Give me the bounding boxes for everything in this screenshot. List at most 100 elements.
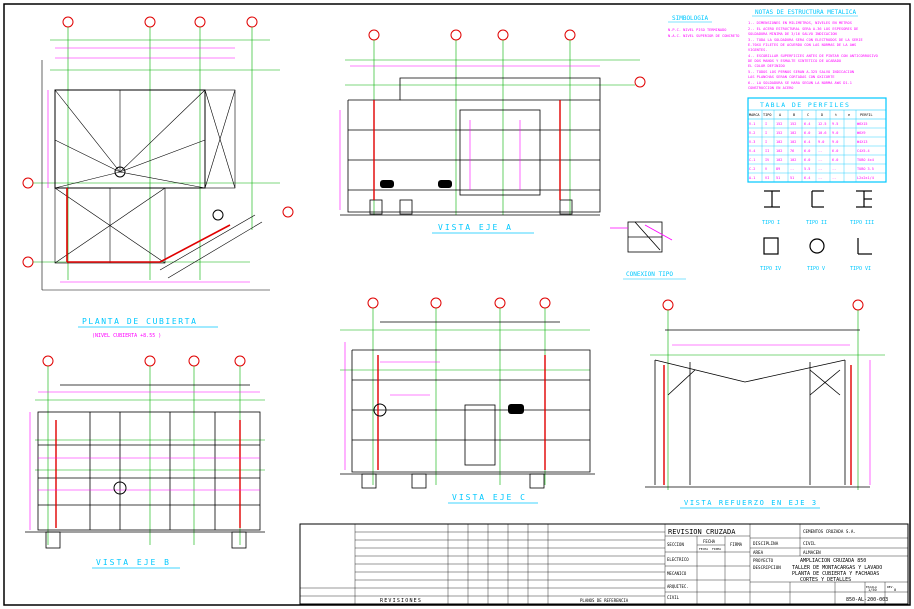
- discipline-value: CIVIL: [803, 541, 816, 546]
- th-tipo: TIPO: [763, 113, 771, 117]
- tabla-cell: 6.0: [832, 158, 838, 162]
- tabla-cell: C4X5.4: [857, 149, 870, 153]
- notas-line-3: SOLDADURA MINIMA DE 3/16 SALVO INDICACIO…: [748, 32, 837, 36]
- notas-line-11: LAS PLANCHAS SERAN CORTADAS CON OXICORTE: [748, 75, 835, 79]
- tabla-cell: 51: [790, 176, 794, 180]
- proyecto-value: AMPLIACION CRUZADA 850: [800, 558, 866, 564]
- notas-title: NOTAS DE ESTRUCTURA METALICA: [755, 9, 857, 16]
- tabla-cell: I: [765, 122, 767, 126]
- conexion-tipo-view: CONEXION TIPO: [610, 221, 686, 280]
- tabla-cell: C-2: [749, 167, 755, 171]
- tabla-cell: 102: [790, 158, 796, 162]
- area-label: AREA: [753, 550, 764, 555]
- tipo-iv-label: TIPO IV: [760, 266, 781, 272]
- firma-sub-label: FIRMA: [712, 547, 721, 551]
- tabla-cell: 102: [776, 140, 782, 144]
- tabla-cell: 102: [776, 158, 782, 162]
- vista-eje-b-view: VISTA EJE B: [25, 355, 265, 569]
- vista-eje-a-view: VISTA EJE A: [339, 29, 646, 234]
- tabla-cell: V: [765, 167, 768, 171]
- tabla-cell: W4X13: [857, 140, 868, 144]
- tabla-cell: I: [765, 140, 767, 144]
- tabla-cell: 6.0: [804, 158, 810, 162]
- tabla-cell: --: [832, 176, 836, 180]
- tabla-cell: L2x2x1/4: [857, 176, 874, 180]
- mecanico-label: MECANICO: [667, 571, 687, 576]
- tabla-cell: 6.0: [832, 149, 838, 153]
- notas-line-7: 4.- ESCOBILLAR SUPERFICIES ANTES DE PINT…: [748, 54, 878, 58]
- plano-number: 850-AL-200-003: [846, 597, 888, 603]
- electrico-label: ELECTRICO: [667, 557, 689, 562]
- firma-label: FIRMA: [730, 542, 743, 547]
- tabla-cell: 102: [790, 131, 796, 135]
- vista-eje-c-view: VISTA EJE C: [340, 297, 595, 504]
- rev-value: 0: [894, 588, 896, 592]
- tipo-ii-label: TIPO II: [806, 220, 827, 226]
- area-value: ALMACEN: [803, 550, 821, 555]
- tabla-cell: 9.0: [818, 140, 824, 144]
- tabla-cell: 102: [776, 149, 782, 153]
- tabla-cell: 6.4: [804, 122, 810, 126]
- th-a: A: [779, 113, 782, 117]
- fecha-sub-label: FECHA: [699, 547, 708, 551]
- tabla-cell: I: [765, 131, 767, 135]
- tabla-cell: 6.4: [804, 140, 810, 144]
- descripcion-line-2: PLANTA DE CUBIERTA Y FACHADAS: [792, 571, 879, 577]
- tabla-cell: C-1: [749, 158, 755, 162]
- tabla-cell: W6X15: [857, 122, 868, 126]
- vista-refuerzo-view: VISTA REFUERZO EN EJE 3: [645, 299, 885, 509]
- notas-line-10: 5.- TODOS LOS PERNOS SERAN A-325 SALVO I…: [748, 70, 854, 74]
- tabla-cell: --: [790, 167, 794, 171]
- tabla-cell: V-1: [749, 122, 755, 126]
- th-c: C: [807, 113, 809, 117]
- notas-line-4: 3.- TODA LA SOLDADURA SERA CON ELECTRODO…: [748, 38, 863, 42]
- tabla-cell: 76: [790, 149, 794, 153]
- tabla-cell: 152: [776, 122, 782, 126]
- tabla-cell: IV: [765, 158, 770, 162]
- seccion-label: SECCION: [667, 542, 684, 547]
- tabla-cell: 5.5: [804, 167, 810, 171]
- tipo-vi-label: TIPO VI: [850, 266, 871, 272]
- tabla-title: TABLA DE PERFILES: [760, 101, 850, 109]
- eje-c-title: VISTA EJE C: [452, 493, 527, 502]
- tabla-cell: TUBO 4x4: [857, 158, 874, 162]
- tabla-cell: A-1: [749, 176, 755, 180]
- tabla-cell: 102: [790, 140, 796, 144]
- proyecto-label: PROYECTO: [753, 558, 774, 563]
- tabla-cell: 6.0: [804, 149, 810, 153]
- arquitec-label: ARQUITEC.: [667, 584, 689, 589]
- simbologia-title: SIMBOLOGIA: [672, 15, 709, 22]
- notas-line-9: EL COLOR DEFINIDO: [748, 64, 785, 68]
- notas-line-12: 6.- LA SOLDADURA SE HARA SEGUN LA NORMA …: [748, 81, 852, 85]
- tabla-cell: V-2: [749, 131, 755, 135]
- tabla-cell: 89: [776, 167, 780, 171]
- notas-line-13: CONSTRUCCION EN ACERO: [748, 86, 793, 90]
- tabla-cell: --: [818, 176, 822, 180]
- plan-subtitle: (NIVEL CUBIERTA +8.55 ): [92, 333, 161, 339]
- tipo-i-label: TIPO I: [762, 220, 780, 226]
- tabla-cell: --: [818, 149, 822, 153]
- descripcion-label: DESCRIPCION: [753, 565, 781, 570]
- escala-label: ESCALA: [866, 585, 877, 589]
- eje-a-title: VISTA EJE A: [438, 223, 513, 232]
- notas-line-2: 2.- EL ACERO ESTRUCTURAL SERA A-36 LOS E…: [748, 27, 858, 31]
- th-marca: MARCA: [749, 113, 760, 117]
- revisiones-label: REVISIONES: [380, 598, 422, 604]
- tabla-cell: 152: [790, 122, 796, 126]
- tabla-cell: 10.6: [818, 131, 826, 135]
- tabla-cell: 9.5: [832, 122, 838, 126]
- eje-b-title: VISTA EJE B: [96, 558, 171, 567]
- sheet-border: [3, 3, 911, 606]
- tabla-perfiles: TABLA DE PERFILES MARCA TIPO A B C D t e…: [747, 97, 887, 183]
- th-e: e: [848, 113, 850, 117]
- tabla-cell: II: [765, 149, 769, 153]
- civil-label: CIVIL: [667, 595, 680, 600]
- tabla-cell: 9.0: [832, 140, 838, 144]
- conexion-title: CONEXION TIPO: [626, 271, 673, 278]
- plan-title: PLANTA DE CUBIERTA: [82, 317, 198, 326]
- tabla-cell: 6.4: [804, 176, 810, 180]
- simbologia-line-2: N.A.C. NIVEL SUPERIOR DE CONCRETO: [668, 34, 739, 38]
- planos-ref-label: PLANOS DE REFERENCIA: [580, 598, 629, 603]
- tabla-cell: TUBO 3.5: [857, 167, 874, 171]
